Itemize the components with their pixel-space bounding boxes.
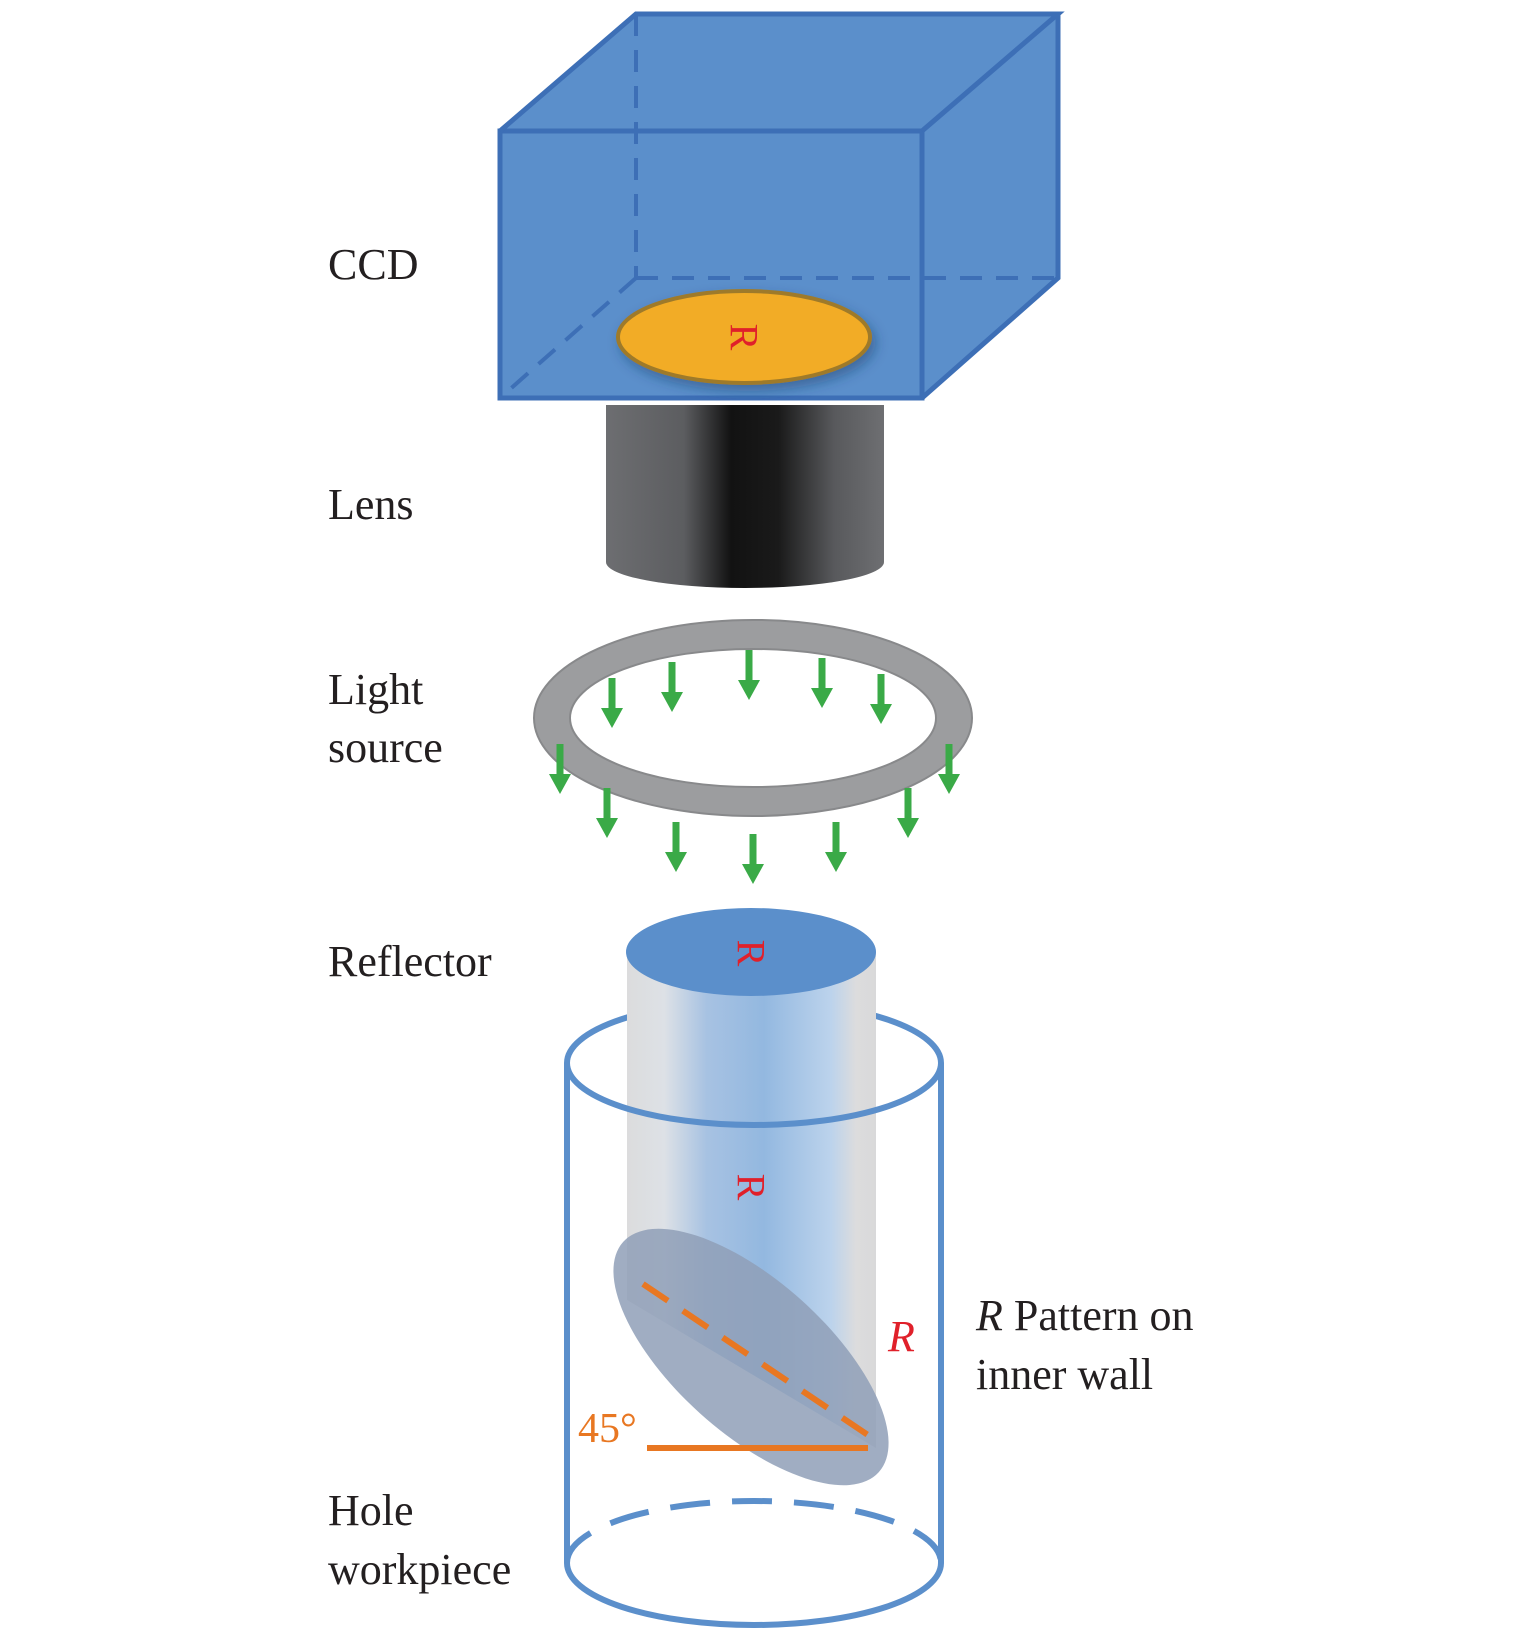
down-arrow-icon [661,662,683,712]
down-arrow-icon [596,788,618,838]
reflector-top-image-letter: R [729,940,774,967]
image-sensor: R [616,289,872,385]
hole-label-line2: workpiece [328,1545,511,1594]
workpiece-top-rim-front [564,1062,944,1128]
lens [606,405,884,588]
down-arrow-icon [897,788,919,838]
light-source-ring [532,619,974,884]
reflector-label: Reflector [328,937,492,986]
down-arrow-icon [825,822,847,872]
hole-workpiece-front [564,1062,944,1628]
mirror-surface [613,1228,889,1486]
ccd-box [497,11,1065,401]
ccd-hidden-edge [498,276,638,400]
reflector-mid-image-letter: R [729,1174,774,1201]
ccd-box-fill [500,14,1058,398]
angle-label: 45° [578,1406,637,1452]
ccd-top-face [498,11,1065,133]
down-arrow-icon [811,658,833,708]
lens-label: Lens [328,480,414,529]
down-arrow-icon [738,650,760,700]
sensor-ellipse [616,289,872,385]
down-arrow-icon [742,834,764,884]
ccd-label: CCD [328,240,418,289]
pattern-label-line2: inner wall [976,1350,1153,1399]
workpiece-bottom-rim-hidden [564,1498,944,1564]
ring-shape [532,619,974,817]
hole-label-line1: Hole [328,1486,414,1535]
pattern-label-italic: R [975,1291,1003,1340]
light-source-label-line1: Light [328,665,423,714]
down-arrow-icon [665,822,687,872]
wall-pattern-letter: R [887,1312,915,1361]
down-arrow-icon [870,674,892,724]
lens-body [606,405,884,588]
pattern-label-line1: R Pattern on [975,1291,1194,1340]
workpiece-bottom-rim-front [564,1562,944,1628]
ccd-side-face [920,14,1061,400]
pattern-label-rest: Pattern on [1003,1291,1194,1340]
reflector-top-face [626,908,876,996]
ccd-image-letter: R [722,324,767,351]
down-arrow-icon [601,678,623,728]
reflector: R R 45° R [578,908,915,1486]
light-source-label-line2: source [328,723,443,772]
